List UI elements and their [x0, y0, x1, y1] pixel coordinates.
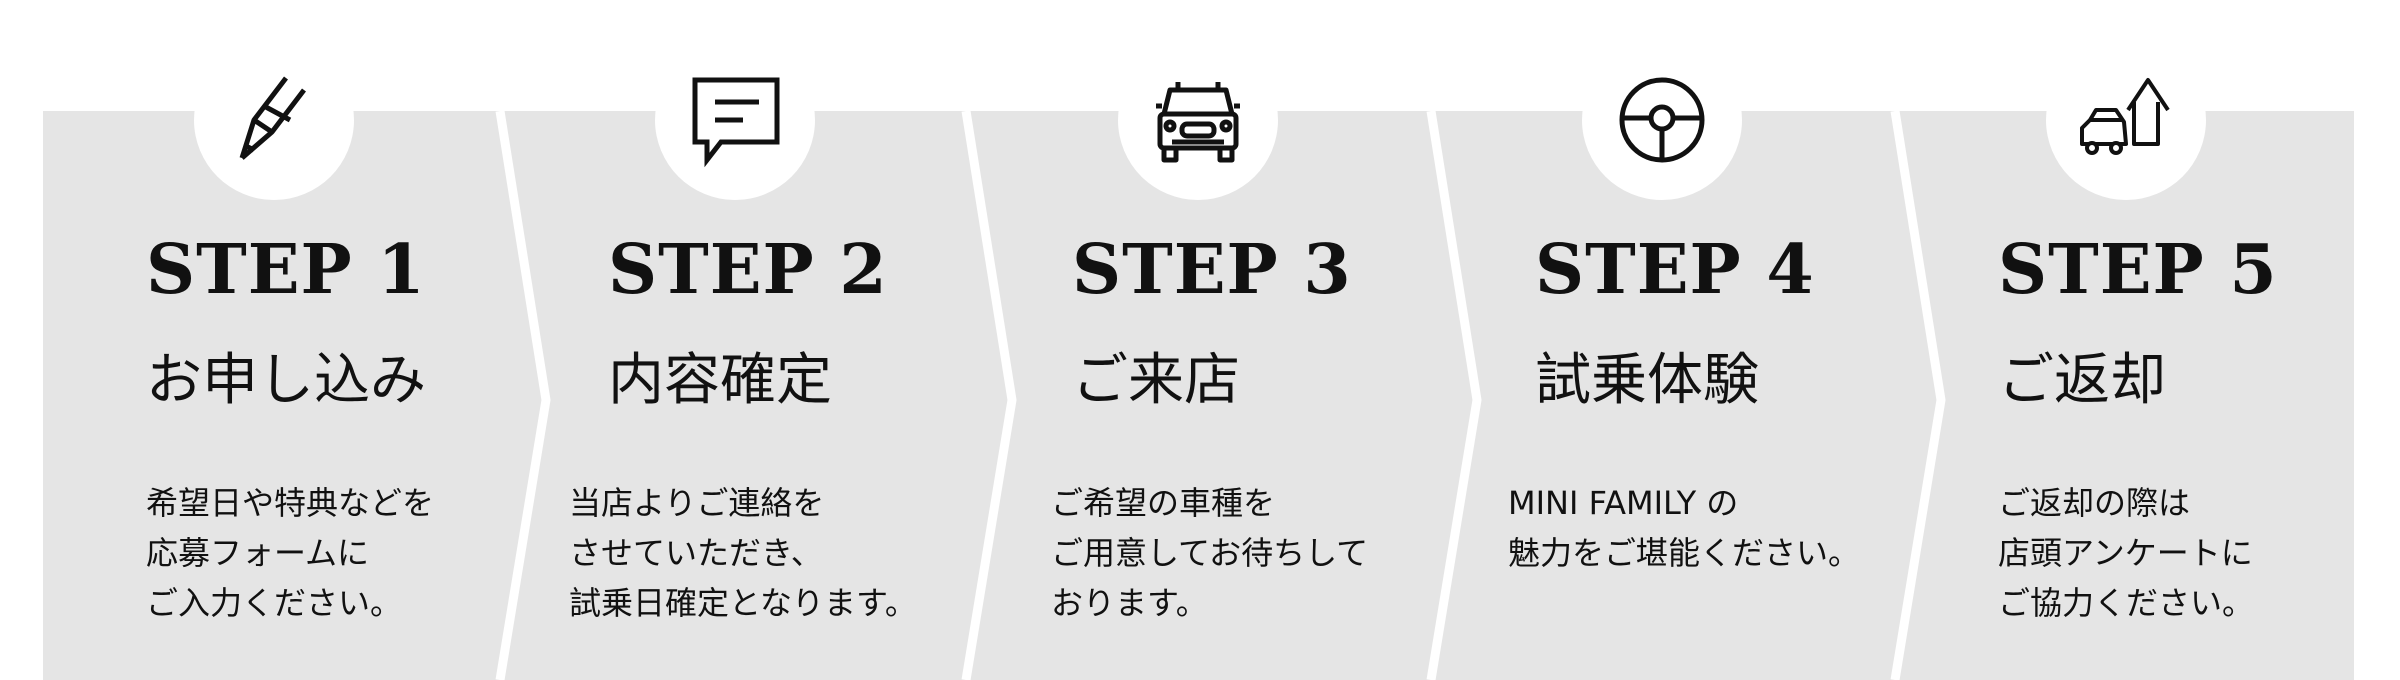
- description-line: 試乗日確定となります。: [569, 584, 917, 622]
- car-front-icon: [1156, 82, 1240, 163]
- description-line: 応募フォームに: [146, 534, 370, 572]
- description-line: 当店よりご連絡を: [569, 484, 825, 522]
- step-5-description: ご返却の際は 店頭アンケートに ご協力ください。: [1998, 478, 2254, 628]
- step-3-title: ご来店: [1072, 348, 1240, 413]
- steering-wheel-icon: [1619, 77, 1705, 163]
- step-separator: [495, 110, 551, 680]
- description-line: させていただき、: [569, 534, 823, 572]
- step-3-description: ご希望の車種を ご用意してお待ちして おります。: [1051, 478, 1368, 628]
- step-2-title: 内容確定: [608, 348, 832, 413]
- description-line: 魅力をご堪能ください。: [1508, 534, 1861, 572]
- description-line: ご用意してお待ちして: [1051, 534, 1369, 572]
- pencil-icon: [239, 76, 306, 160]
- step-separator: [1426, 110, 1482, 680]
- step-5-heading: STEP 5: [1998, 230, 2278, 310]
- description-line: 希望日や特典などを: [146, 484, 435, 522]
- step-3-heading: STEP 3: [1072, 230, 1352, 310]
- step-separator: [961, 110, 1017, 680]
- step-3-icon-circle: [1118, 40, 1278, 200]
- description-line: ご入力ください。: [146, 584, 403, 622]
- step-1-icon-circle: [194, 40, 354, 200]
- step-2-description: 当店よりご連絡を させていただき、 試乗日確定となります。: [569, 478, 917, 628]
- step-separator: [1890, 110, 1946, 680]
- chat-bubble-icon: [692, 77, 780, 168]
- description-line: ご返却の際は: [1998, 484, 2191, 522]
- step-1-description: 希望日や特典などを 応募フォームに ご入力ください。: [146, 478, 434, 628]
- description-line: ご希望の車種を: [1051, 484, 1276, 522]
- step-4-heading: STEP 4: [1535, 230, 1815, 310]
- step-4-icon-circle: [1582, 40, 1742, 200]
- description-line: おります。: [1051, 584, 1208, 622]
- step-2-heading: STEP 2: [608, 230, 888, 310]
- step-5-title: ご返却: [1998, 348, 2166, 413]
- step-5-icon-circle: [2046, 40, 2206, 200]
- description-line: ご協力ください。: [1998, 584, 2255, 622]
- car-home-icon: [2080, 78, 2170, 155]
- step-4-title: 試乗体験: [1535, 348, 1759, 413]
- description-line: MINI FAMILY の: [1508, 484, 1739, 522]
- step-1-heading: STEP 1: [146, 230, 426, 310]
- step-1-title: お申し込み: [146, 348, 426, 413]
- step-4-description: MINI FAMILY の 魅力をご堪能ください。: [1508, 478, 1860, 578]
- description-line: 店頭アンケートに: [1998, 534, 2253, 572]
- step-2-icon-circle: [655, 40, 815, 200]
